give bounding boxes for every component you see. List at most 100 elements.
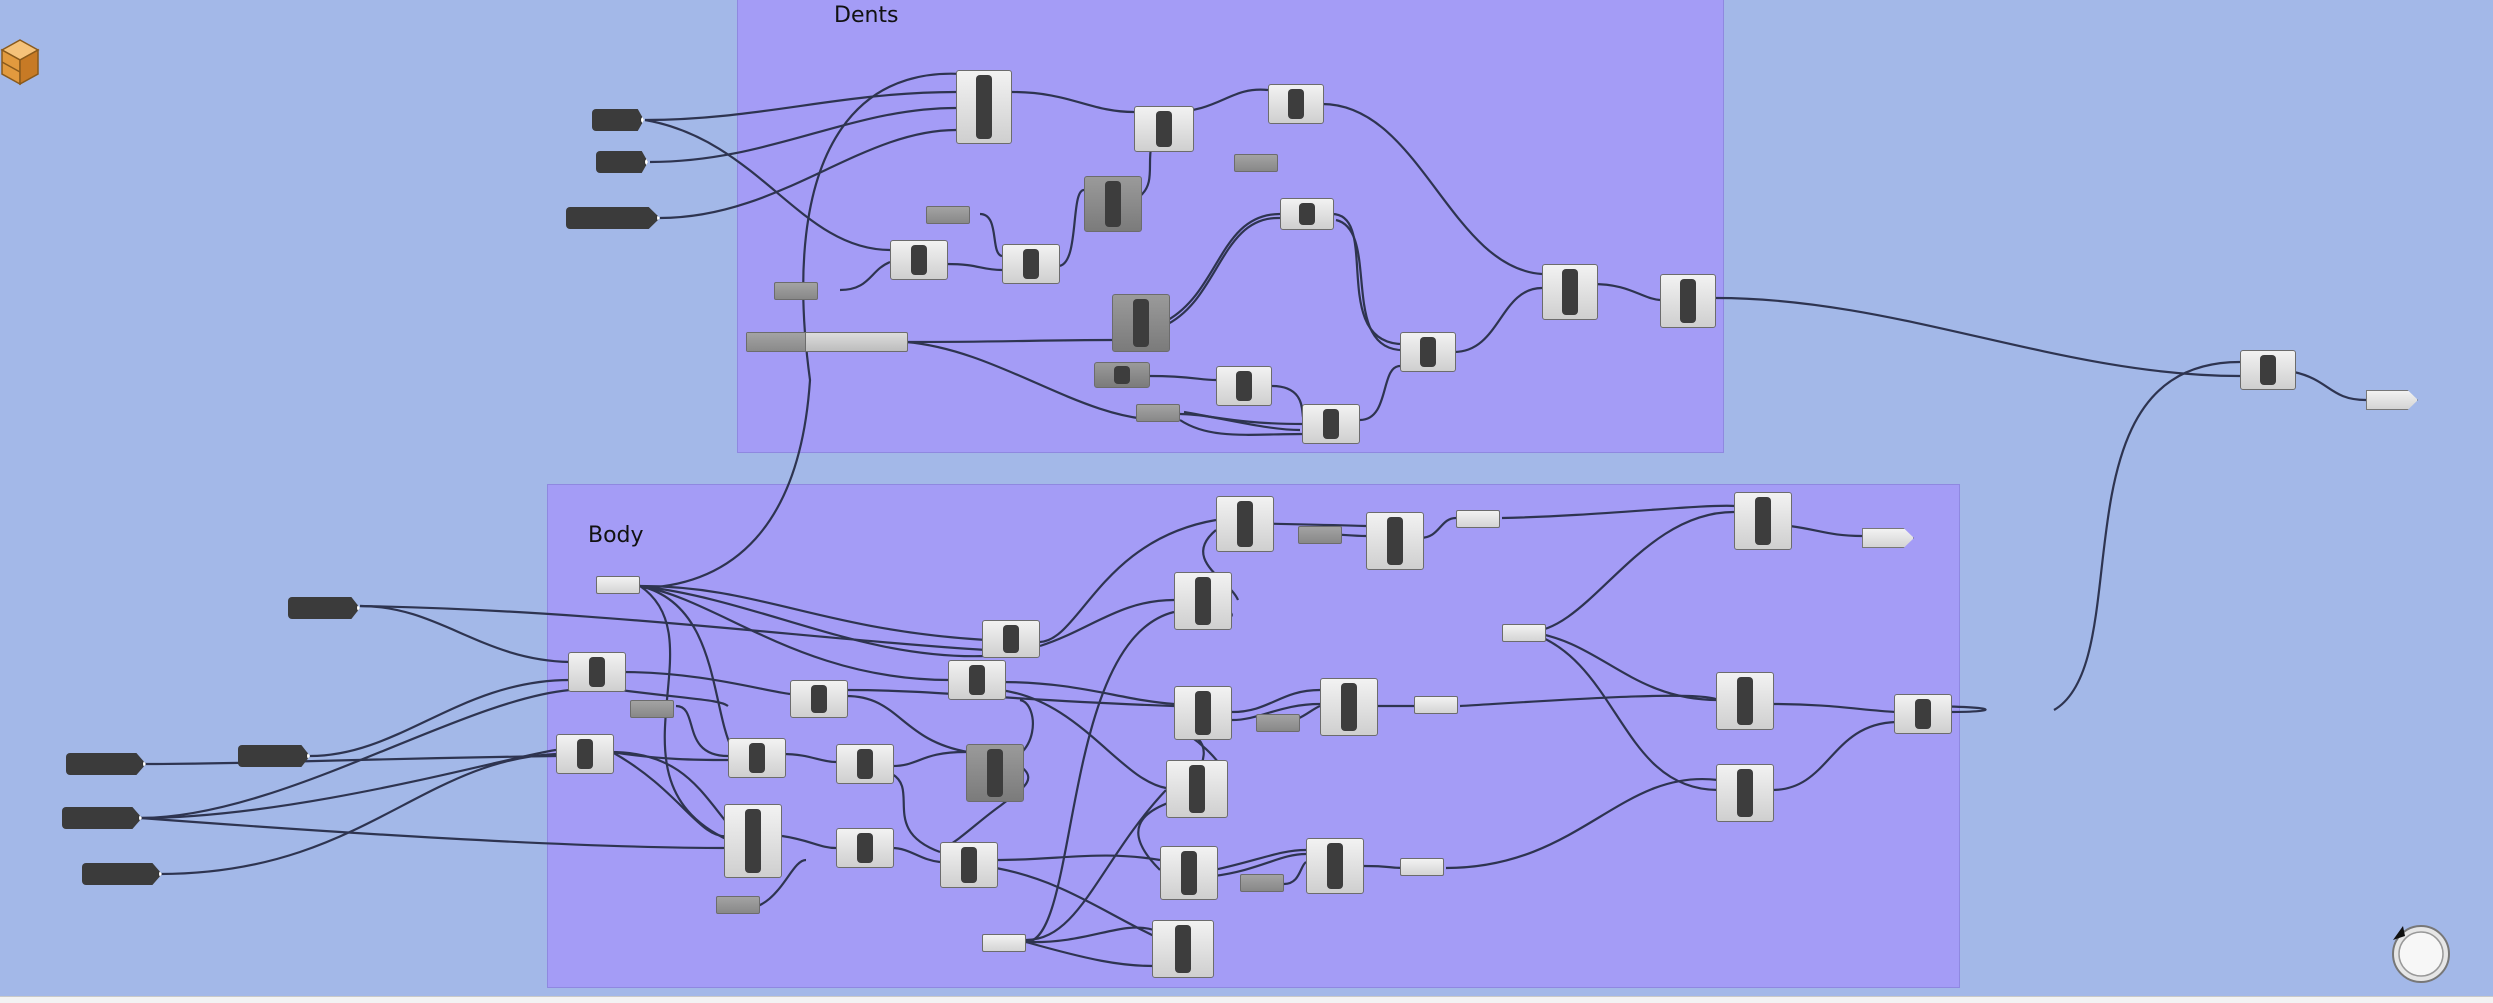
component-core <box>1323 409 1339 439</box>
component-body-14[interactable] <box>1174 572 1232 630</box>
input-param[interactable] <box>66 753 146 775</box>
value-chip[interactable] <box>1136 404 1180 422</box>
component-dents-j[interactable] <box>1302 404 1360 444</box>
component-core <box>1195 691 1211 735</box>
component-core <box>1133 299 1149 347</box>
component-core <box>1680 279 1696 323</box>
component-body-21[interactable] <box>1734 492 1792 550</box>
input-param[interactable] <box>566 207 660 229</box>
param-output-dot[interactable] <box>640 115 644 125</box>
param-output-dot[interactable] <box>656 213 660 223</box>
navigation-wheel-icon[interactable] <box>2385 918 2451 984</box>
cube-icon[interactable] <box>0 38 40 92</box>
component-dents-i[interactable] <box>1216 366 1272 406</box>
component-body-23[interactable] <box>1716 764 1774 822</box>
component-dents-m[interactable] <box>1660 274 1716 328</box>
component-core <box>961 847 977 883</box>
component-union[interactable] <box>2240 350 2296 390</box>
component-core <box>1114 366 1130 384</box>
param-output-dot[interactable] <box>306 751 310 761</box>
component-body-1[interactable] <box>568 652 626 692</box>
component-dents-merge[interactable] <box>956 70 1012 144</box>
param-output-dot[interactable] <box>644 157 648 167</box>
input-param[interactable] <box>82 863 162 885</box>
value-chip[interactable] <box>926 206 970 224</box>
value-chip[interactable] <box>1502 624 1546 642</box>
component-core <box>1288 89 1304 119</box>
component-dents-b[interactable] <box>1268 84 1324 124</box>
slider-grip[interactable] <box>747 333 806 351</box>
component-dents-f[interactable] <box>1280 198 1334 230</box>
component-body-8[interactable] <box>836 828 894 868</box>
number-slider[interactable] <box>746 332 908 352</box>
param-output-dot[interactable] <box>158 869 162 879</box>
input-param[interactable] <box>592 109 644 131</box>
component-body-10[interactable] <box>982 620 1040 658</box>
component-body-12[interactable] <box>1216 496 1274 552</box>
component-body-7[interactable] <box>724 804 782 878</box>
component-body-4[interactable] <box>728 738 786 778</box>
value-chip[interactable] <box>982 934 1026 952</box>
component-core <box>1299 203 1315 225</box>
input-param[interactable] <box>288 597 360 619</box>
wire <box>1715 296 2241 378</box>
input-param[interactable] <box>238 745 310 767</box>
component-body-3[interactable] <box>790 680 848 718</box>
param-output-dot[interactable] <box>138 813 142 823</box>
wire <box>309 678 571 758</box>
component-body-9[interactable] <box>940 842 998 888</box>
component-body-16[interactable] <box>1320 678 1378 736</box>
value-chip[interactable] <box>1234 154 1278 172</box>
value-chip[interactable] <box>1400 858 1444 876</box>
component-body-18[interactable] <box>1160 846 1218 900</box>
component-dents-a[interactable] <box>1134 106 1194 152</box>
component-dents-k[interactable] <box>1400 332 1456 372</box>
component-body-11[interactable] <box>948 660 1006 700</box>
component-dents-c[interactable] <box>1084 176 1142 232</box>
component-dents-l[interactable] <box>1542 264 1598 320</box>
value-chip[interactable] <box>1456 510 1500 528</box>
component-body-2[interactable] <box>556 734 614 774</box>
component-core <box>589 657 605 687</box>
component-core <box>1236 371 1252 401</box>
input-param[interactable] <box>596 151 648 173</box>
component-dents-d[interactable] <box>890 240 948 280</box>
value-chip[interactable] <box>1256 714 1300 732</box>
group-body-title: Body <box>588 523 644 548</box>
component-dents-g[interactable] <box>1112 294 1170 352</box>
output-param[interactable] <box>1862 528 1914 548</box>
value-chip[interactable] <box>1414 696 1458 714</box>
value-chip[interactable] <box>1298 526 1342 544</box>
value-chip[interactable] <box>596 576 640 594</box>
component-core <box>745 809 761 873</box>
wire <box>139 748 557 820</box>
component-dents-e[interactable] <box>1002 244 1060 284</box>
component-core <box>1915 699 1931 729</box>
component-dents-h[interactable] <box>1094 362 1150 388</box>
component-body-6[interactable] <box>966 744 1024 802</box>
value-chip[interactable] <box>774 282 818 300</box>
component-body-20[interactable] <box>1152 920 1214 978</box>
component-body-13[interactable] <box>1366 512 1424 570</box>
input-param[interactable] <box>62 807 142 829</box>
component-body-5[interactable] <box>836 744 894 784</box>
value-chip[interactable] <box>716 896 760 914</box>
component-core <box>1755 497 1771 545</box>
component-core <box>1175 925 1191 973</box>
component-body-15[interactable] <box>1174 686 1232 740</box>
component-body-24[interactable] <box>1894 694 1952 734</box>
wire <box>2293 370 2367 402</box>
wire <box>2053 360 2241 711</box>
value-chip[interactable] <box>630 700 674 718</box>
component-body-17[interactable] <box>1166 760 1228 818</box>
component-body-19[interactable] <box>1306 838 1364 894</box>
component-body-22[interactable] <box>1716 672 1774 730</box>
param-output-dot[interactable] <box>142 759 146 769</box>
param-output-dot[interactable] <box>356 603 360 613</box>
value-chip[interactable] <box>1240 874 1284 892</box>
component-core <box>1237 501 1253 547</box>
output-param[interactable] <box>2366 390 2418 410</box>
component-core <box>969 665 985 695</box>
status-bar <box>0 996 2493 1003</box>
